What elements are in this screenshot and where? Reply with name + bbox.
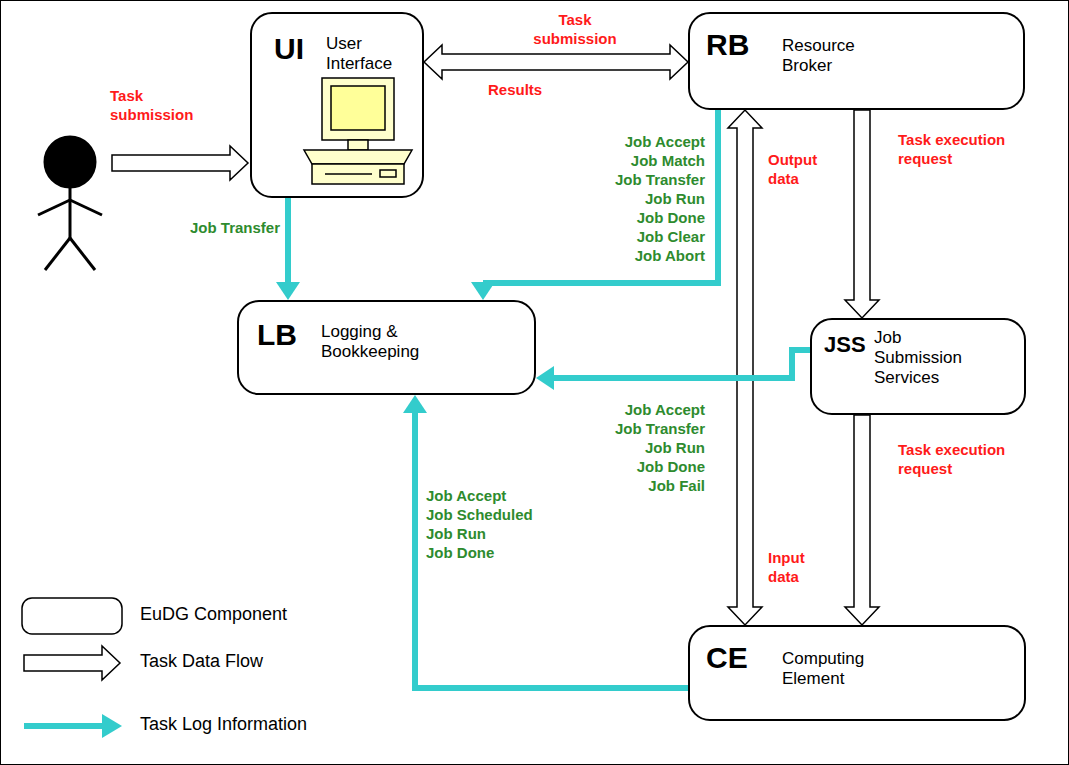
data-flow-arrow — [728, 110, 762, 625]
edge-label: Job Accept Job Match Job Transfer Job Ru… — [590, 132, 705, 265]
log-arrow — [403, 395, 688, 688]
component-name: Logging & Bookkeeping — [321, 322, 451, 362]
log-arrow — [471, 110, 718, 300]
flow-label: Task submission — [110, 86, 210, 124]
component-abbrev: JSS — [824, 332, 866, 358]
legend-text: Task Log Information — [140, 714, 307, 735]
component-abbrev: UI — [274, 32, 304, 66]
component-box: LB Logging & Bookkeeping — [237, 300, 536, 395]
edge-label: Job Accept Job Transfer Job Run Job Done… — [585, 400, 705, 495]
component-name: Job Submission Services — [874, 328, 984, 388]
component-box: RB Resource Broker — [688, 12, 1025, 110]
edge-label: Output data — [768, 150, 828, 188]
legend-text: EuDG Component — [140, 604, 287, 625]
component-abbrev: LB — [257, 318, 297, 352]
log-arrow — [276, 198, 300, 300]
legend-log-sample — [24, 714, 122, 738]
edge-label: Task execution request — [898, 130, 1023, 168]
submission-arrow — [112, 146, 248, 180]
edge-label: Job Accept Job Scheduled Job Run Job Don… — [426, 486, 556, 562]
component-name: Resource Broker — [782, 36, 882, 76]
legend-component-sample — [22, 598, 122, 634]
flow-label: Input data — [768, 548, 828, 586]
edge-label: Task execution request — [898, 440, 1023, 478]
user-figure — [38, 137, 102, 270]
log-arrow — [536, 350, 810, 390]
edge-label: Task submission — [525, 10, 625, 48]
component-abbrev: RB — [706, 28, 749, 62]
edge-label: Job Transfer — [180, 218, 280, 237]
flow-label: Results — [488, 80, 568, 99]
component-box: CE Computing Element — [688, 625, 1026, 721]
data-flow-arrow — [424, 45, 688, 79]
component-name: User Interface — [326, 34, 414, 74]
component-abbrev: CE — [706, 641, 748, 675]
component-box: UI User Interface — [250, 12, 424, 198]
legend-dataflow-sample — [24, 646, 120, 680]
component-box: JSS Job Submission Services — [810, 318, 1026, 415]
computer-icon — [304, 78, 412, 184]
data-flow-arrow — [845, 415, 879, 625]
data-flow-arrow — [845, 110, 879, 318]
component-name: Computing Element — [782, 649, 892, 689]
legend-text: Task Data Flow — [140, 651, 263, 672]
